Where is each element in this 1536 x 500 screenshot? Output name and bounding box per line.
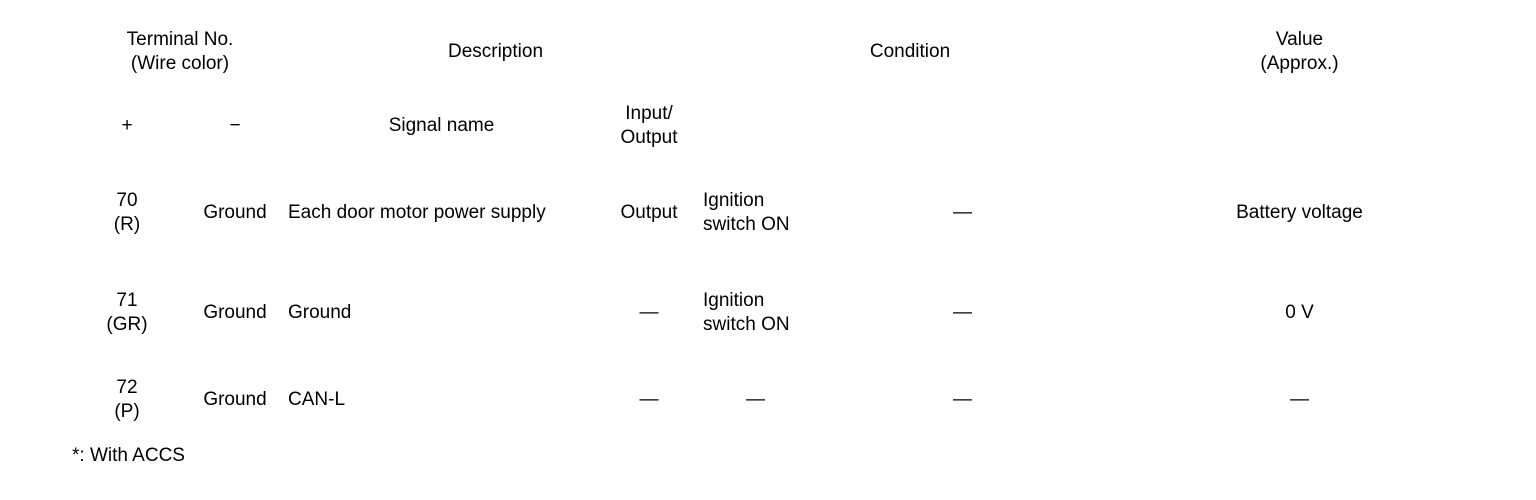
header-row-sub: + − Signal name Input/ Output — [72, 89, 1482, 162]
cell-value: Battery voltage — [1117, 162, 1482, 264]
cell-value: — — [1117, 362, 1482, 437]
cell-signal-name: CAN-L — [288, 362, 595, 437]
footnote-text: *: With ACCS — [72, 445, 185, 466]
header-signal-name: Signal name — [288, 89, 595, 162]
cell-condition-b: — — [808, 264, 1117, 362]
cell-condition-b: — — [808, 362, 1117, 437]
cell-terminal-minus: Ground — [182, 162, 288, 264]
header-terminal-minus: − — [182, 89, 288, 162]
cell-terminal-number: 72 (P) — [72, 362, 182, 437]
cell-condition-a: — — [703, 362, 808, 437]
cell-condition-a: Ignition switch ON — [703, 162, 808, 264]
header-row-top: Terminal No. (Wire color) Description Co… — [72, 14, 1482, 89]
cell-input-output: — — [595, 264, 703, 362]
header-input-output: Input/ Output — [595, 89, 703, 162]
header-condition: Condition — [703, 14, 1117, 89]
header-terminal-no: Terminal No. (Wire color) — [72, 14, 288, 89]
cell-input-output: Output — [595, 162, 703, 264]
cell-terminal-number: 70 (R) — [72, 162, 182, 264]
cell-terminal-number: 71 (GR) — [72, 264, 182, 362]
cell-value: 0 V — [1117, 264, 1482, 362]
table-row: 71 (GR) Ground Ground — Ignition switch … — [72, 264, 1482, 362]
cell-terminal-minus: Ground — [182, 264, 288, 362]
header-value: Value (Approx.) — [1117, 14, 1482, 89]
table-row: 70 (R) Ground Each door motor power supp… — [72, 162, 1482, 264]
terminal-spec-table: Terminal No. (Wire color) Description Co… — [72, 14, 1482, 437]
header-description: Description — [288, 14, 703, 89]
cell-signal-name: Ground — [288, 264, 595, 362]
cell-condition-b: — — [808, 162, 1117, 264]
cell-input-output: — — [595, 362, 703, 437]
header-terminal-plus: + — [72, 89, 182, 162]
cell-signal-name: Each door motor power supply — [288, 162, 595, 264]
table-row: 72 (P) Ground CAN-L — — — — — [72, 362, 1482, 437]
cell-terminal-minus: Ground — [182, 362, 288, 437]
cell-condition-a: Ignition switch ON — [703, 264, 808, 362]
